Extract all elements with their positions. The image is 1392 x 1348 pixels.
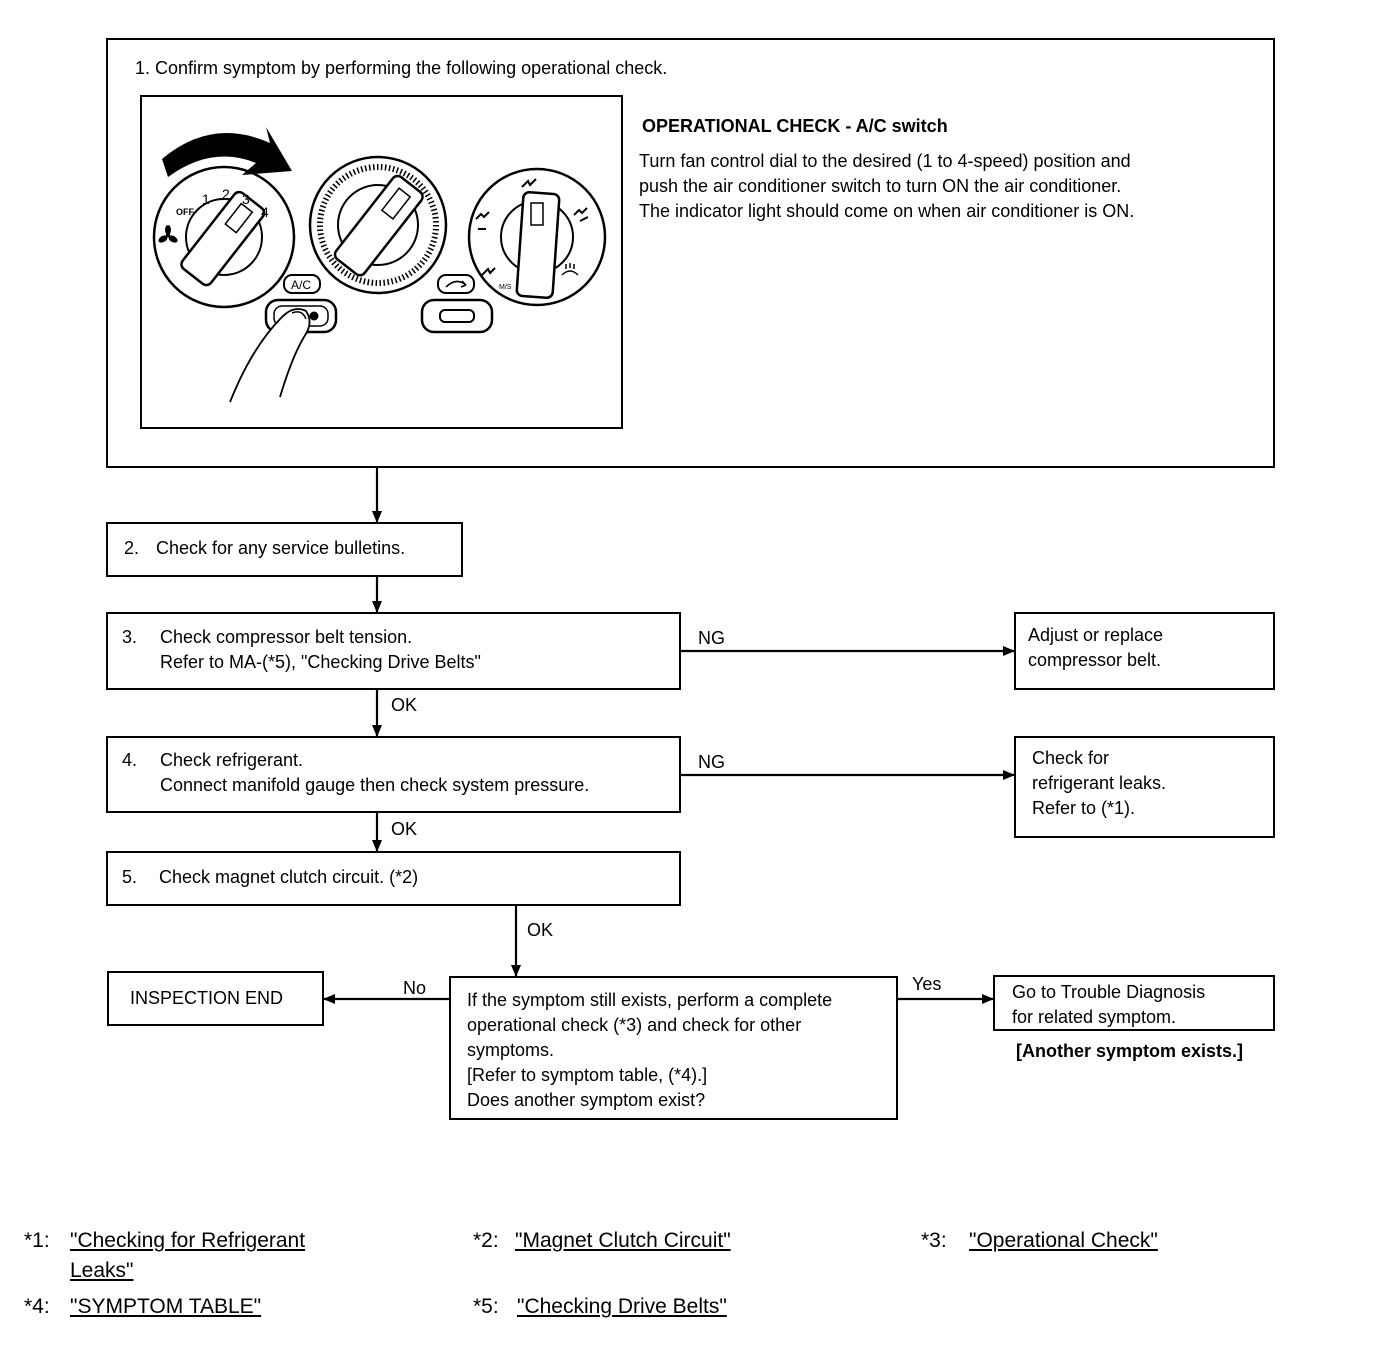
- step5-ok-label: OK: [527, 920, 554, 940]
- footnote-3-link-text[interactable]: "Operational Check": [969, 1229, 1158, 1252]
- footnote-1-link[interactable]: "Checking for Refrigerant Leaks": [70, 1226, 305, 1286]
- fan-speed-2: 2: [222, 186, 230, 202]
- decision-no-label: No: [403, 978, 427, 998]
- adjust-belt-box: [1014, 612, 1275, 690]
- step4-ok-label: OK: [391, 819, 418, 839]
- step4-ng-label: NG: [698, 752, 725, 772]
- fan-icon: [158, 225, 178, 243]
- inspection-end-box: [107, 971, 324, 1026]
- decision-line-4: [Refer to symptom table, (*4).]: [467, 1065, 708, 1085]
- refrigerant-leaks-line-2: refrigerant leaks.: [1032, 773, 1167, 793]
- footnote-3-key: *3:: [921, 1229, 947, 1252]
- refrigerant-leaks-line-3: Refer to (*1).: [1032, 798, 1136, 818]
- step2-number: 2.: [124, 538, 140, 558]
- inspection-end-text: INSPECTION END: [130, 988, 284, 1008]
- refrigerant-leaks-line-1: Check for: [1032, 748, 1110, 768]
- step1-heading: 1. Confirm symptom by performing the fol…: [135, 58, 668, 78]
- footnote-2-link-text[interactable]: "Magnet Clutch Circuit": [515, 1229, 731, 1252]
- vent-bilevel-icon: [475, 211, 490, 230]
- another-symptom-note: [Another symptom exists.]: [1016, 1041, 1244, 1061]
- decision-line-3: symptoms.: [467, 1040, 555, 1060]
- step4-line-1: Check refrigerant.: [160, 750, 304, 770]
- step4-box: [106, 736, 681, 813]
- step3-box: [106, 612, 681, 690]
- step3-ng-label: NG: [698, 628, 725, 648]
- step5-box: [106, 851, 681, 906]
- footnote-1-link-line-2[interactable]: Leaks": [70, 1259, 134, 1282]
- footnote-4-link-text[interactable]: "SYMPTOM TABLE": [70, 1295, 262, 1318]
- mode-dial: M/S: [467, 167, 607, 307]
- operational-check-line-3: The indicator light should come on when …: [639, 201, 1135, 221]
- vent-foot-icon: [481, 267, 496, 276]
- adjust-belt-line-2: compressor belt.: [1028, 650, 1162, 670]
- footnote-4-link[interactable]: "SYMPTOM TABLE": [70, 1292, 261, 1322]
- defrost-icon: [561, 263, 579, 276]
- operational-check-title: OPERATIONAL CHECK - A/C switch: [642, 116, 948, 136]
- rotate-arrow-icon: [162, 127, 292, 177]
- decision-line-2: operational check (*3) and check for oth…: [467, 1015, 802, 1035]
- footnote-1-key: *1:: [24, 1229, 50, 1252]
- operational-check-line-1: Turn fan control dial to the desired (1 …: [639, 151, 1131, 171]
- fan-speed-4: 4: [261, 204, 269, 220]
- step4-line-2: Connect manifold gauge then check system…: [160, 775, 590, 795]
- adjust-belt-line-1: Adjust or replace: [1028, 625, 1164, 645]
- temperature-dial: [308, 155, 448, 295]
- decision-line-5: Does another symptom exist?: [467, 1090, 706, 1110]
- step2-box: [106, 522, 463, 577]
- operational-check-line-2: push the air conditioner switch to turn …: [639, 176, 1122, 196]
- vent-face-icon: [521, 178, 537, 188]
- finger-illustration: [229, 308, 311, 403]
- step3-line-2: Refer to MA-(*5), "Checking Drive Belts": [160, 652, 481, 672]
- decision-yes-label: Yes: [912, 974, 942, 994]
- mode-small-label: M/S: [499, 284, 512, 291]
- footnote-2-link[interactable]: "Magnet Clutch Circuit": [515, 1226, 731, 1256]
- ac-control-panel-drawing: OFF 1 2 3 4 A/C: [152, 127, 607, 403]
- decision-line-1: If the symptom still exists, perform a c…: [467, 990, 833, 1010]
- footnote-3-link[interactable]: "Operational Check": [969, 1226, 1158, 1256]
- trouble-diagnosis-box: [993, 975, 1275, 1031]
- fan-speed-1: 1: [202, 191, 210, 207]
- trouble-diagnosis-line-2: for related symptom.: [1012, 1007, 1177, 1027]
- step2-text: Check for any service bulletins.: [156, 538, 406, 558]
- trouble-diagnosis-line-1: Go to Trouble Diagnosis: [1012, 982, 1206, 1002]
- footnote-4-key: *4:: [24, 1295, 50, 1318]
- step3-line-1: Check compressor belt tension.: [160, 627, 413, 647]
- footnote-5-link-text[interactable]: "Checking Drive Belts": [517, 1295, 727, 1318]
- decision-box: [449, 976, 898, 1120]
- footnote-2-key: *2:: [473, 1229, 499, 1252]
- ac-button-label: A/C: [291, 278, 311, 292]
- step5-text: Check magnet clutch circuit. (*2): [159, 867, 419, 887]
- step3-number: 3.: [122, 627, 138, 647]
- refrigerant-leaks-box: [1014, 736, 1275, 838]
- vent-foot-defrost-icon: [573, 207, 589, 222]
- footnote-1-link-line-1[interactable]: "Checking for Refrigerant: [70, 1229, 306, 1252]
- step3-ok-label: OK: [391, 695, 418, 715]
- step4-number: 4.: [122, 750, 138, 770]
- fan-off-label: OFF: [176, 207, 194, 217]
- recirculation-button: [420, 274, 494, 334]
- step5-number: 5.: [122, 867, 138, 887]
- fan-speed-3: 3: [242, 191, 250, 207]
- ac-panel-illustration: OFF 1 2 3 4 A/C: [140, 95, 623, 429]
- footnote-5-link[interactable]: "Checking Drive Belts": [517, 1292, 727, 1322]
- recirculation-icon: [445, 280, 467, 288]
- fan-speed-dial: OFF 1 2 3 4: [152, 165, 296, 309]
- footnote-5-key: *5:: [473, 1295, 499, 1318]
